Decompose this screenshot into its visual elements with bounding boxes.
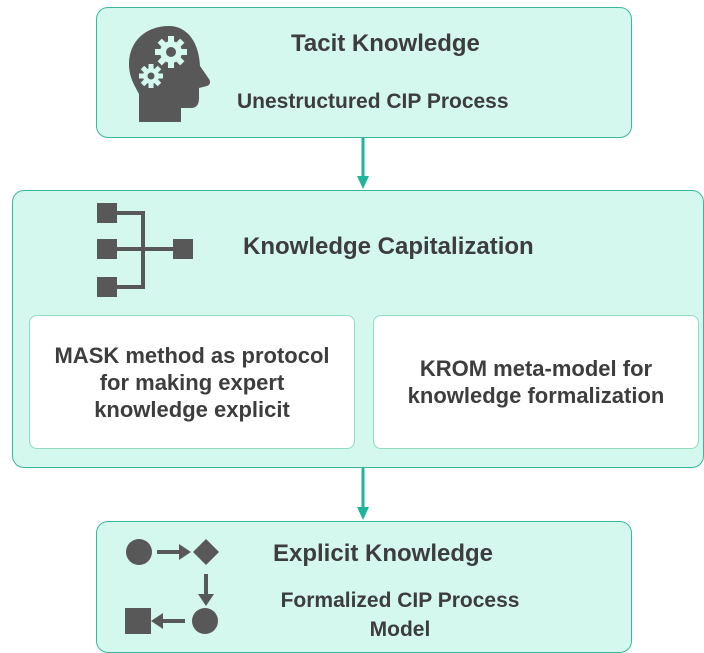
tacit-knowledge-title: Tacit Knowledge [291,30,480,57]
mask-method-line: for making expert [99,369,285,395]
arrow-capitalization-to-explicit [357,468,369,520]
head-gears-icon [129,26,211,122]
explicit-knowledge-subtitle: Formalized CIP Process Model [247,586,553,644]
krom-metamodel-line: KROM meta-model for [419,356,653,381]
explicit-knowledge-subtitle-line: Model [369,618,431,641]
krom-metamodel-text: KROM meta-model for knowledge formalizat… [408,355,665,409]
hierarchy-merge-icon [97,203,193,297]
mask-method-line: MASK method as protocol [54,342,330,368]
explicit-knowledge-title: Explicit Knowledge [273,540,494,567]
process-flow-icon [125,539,219,634]
mask-method-text: MASK method as protocol for making exper… [54,342,329,423]
knowledge-capitalization-title: Knowledge Capitalization [243,233,534,260]
mask-method-box: MASK method as protocol for making exper… [29,315,355,449]
tacit-knowledge-subtitle: Unestructured CIP Process [237,90,509,113]
knowledge-capitalization-box: Knowledge Capitalization MASK method as … [12,190,704,468]
tacit-knowledge-box: Tacit Knowledge Unestructured CIP Proces… [96,7,632,138]
krom-metamodel-box: KROM meta-model for knowledge formalizat… [373,315,699,449]
arrow-tacit-to-capitalization [357,138,369,189]
explicit-knowledge-subtitle-line: Formalized CIP Process [280,589,520,612]
krom-metamodel-line: knowledge formalization [407,383,665,408]
mask-method-line: knowledge explicit [94,396,290,422]
explicit-knowledge-box: Explicit Knowledge Formalized CIP Proces… [96,521,632,653]
